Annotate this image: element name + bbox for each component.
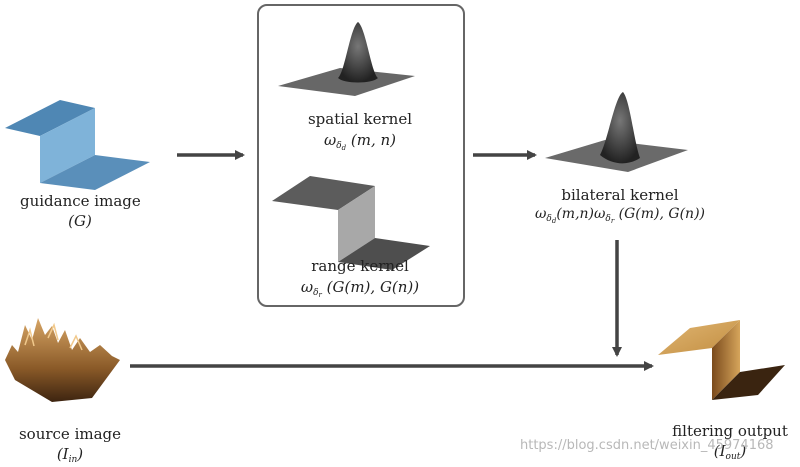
- range-kernel-surface: [272, 176, 430, 270]
- guidance-surface: [5, 100, 150, 190]
- guidance-symbol: (G): [68, 212, 92, 230]
- spatial-kernel-label: spatial kernel: [307, 110, 413, 128]
- watermark: https://blog.csdn.net/weixin_45974168: [520, 438, 774, 453]
- source-surface: [5, 318, 120, 402]
- output-surface: [658, 320, 785, 400]
- guidance-label: guidance image: [20, 192, 141, 210]
- output-label: filtering output: [672, 422, 788, 440]
- output-symbol: (Iout): [713, 442, 747, 462]
- spatial-kernel-formula: ωδd (m, n): [323, 131, 397, 152]
- source-label: source image: [18, 425, 122, 443]
- source-symbol: (Iin): [56, 445, 84, 465]
- bilateral-kernel-surface: [545, 92, 688, 172]
- bilateral-kernel-label: bilateral kernel: [561, 186, 679, 204]
- range-kernel-formula: ωδr (G(m), G(n)): [300, 278, 420, 299]
- range-kernel-label: range kernel: [311, 257, 409, 275]
- bilateral-kernel-formula: ωδd(m,n)ωδr (G(m), G(n)): [535, 206, 705, 225]
- spatial-kernel-surface: [278, 22, 415, 96]
- kernels-group-box: [257, 4, 465, 307]
